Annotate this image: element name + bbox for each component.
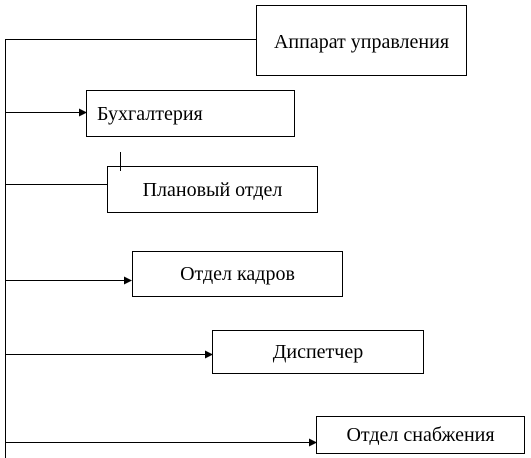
- department-box-accounting: Бухгалтерия: [86, 90, 295, 137]
- department-label-dispatcher: Диспетчер: [272, 341, 364, 363]
- department-box-dispatcher: Диспетчер: [212, 330, 424, 374]
- department-box-supply: Отдел снабжения: [316, 416, 525, 454]
- department-box-hr: Отдел кадров: [132, 251, 343, 297]
- department-label-hr: Отдел кадров: [180, 263, 295, 285]
- root-box-label: Аппарат управления: [273, 30, 450, 53]
- root-box-management: Аппарат управления: [256, 5, 467, 76]
- department-label-planning: Плановый отдел: [142, 178, 283, 201]
- department-label-supply: Отдел снабжения: [346, 424, 495, 446]
- text-cursor-mark: [120, 152, 121, 171]
- department-label-accounting: Бухгалтерия: [97, 102, 203, 125]
- department-box-planning: Плановый отдел: [107, 166, 318, 213]
